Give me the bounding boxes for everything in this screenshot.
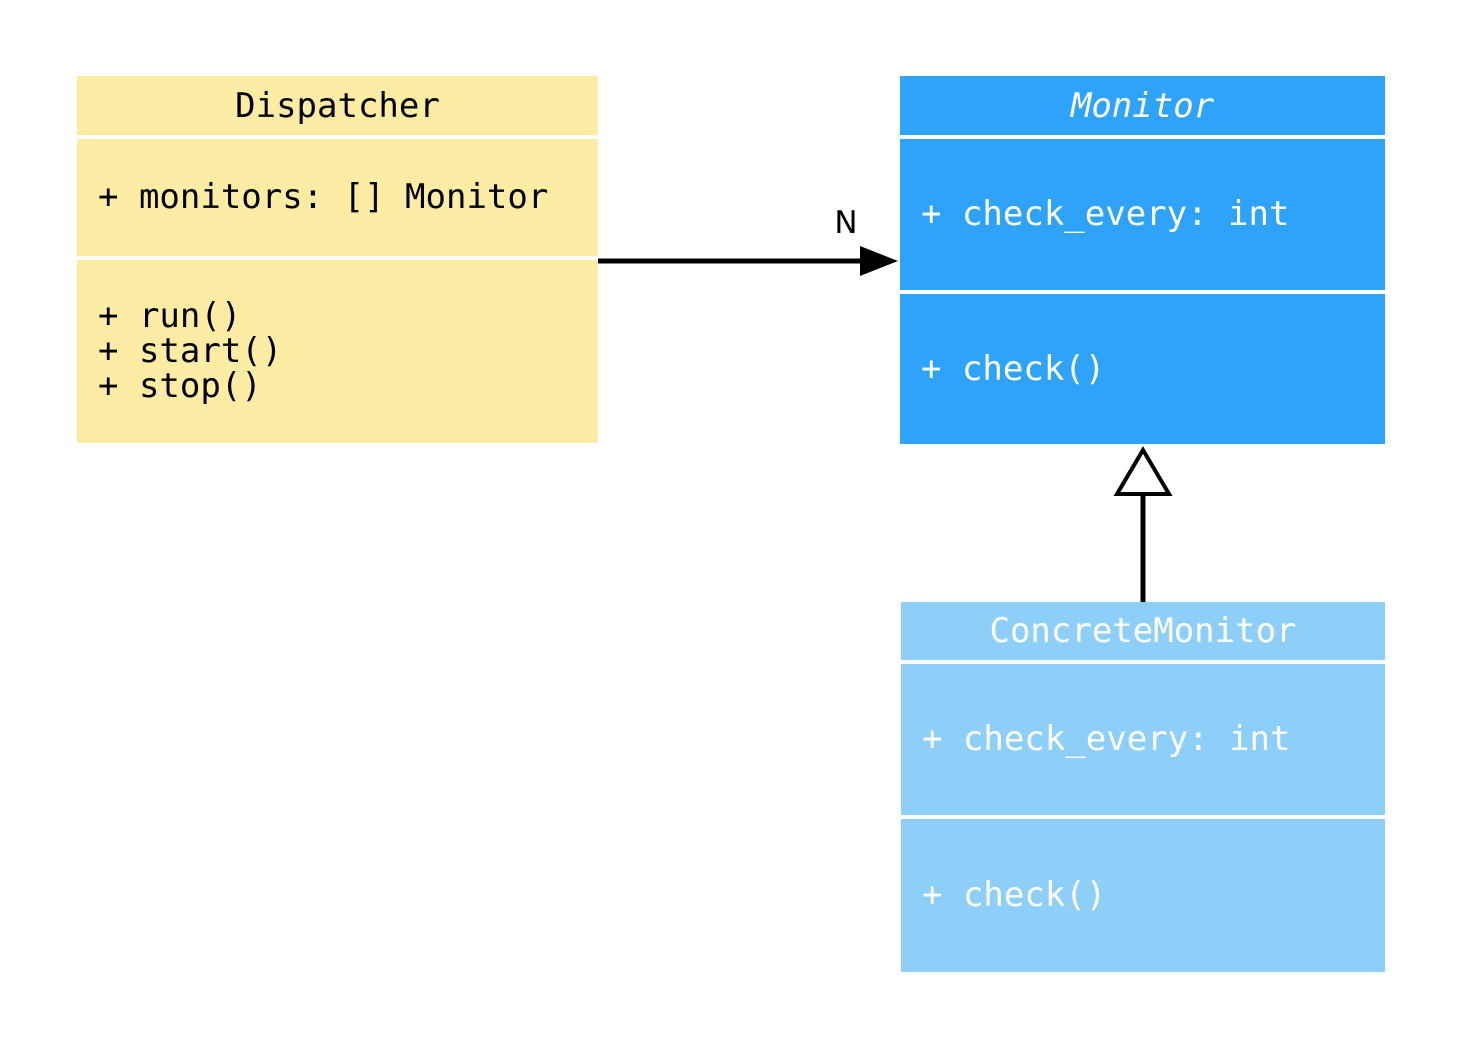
class-concretemonitor-methods-section: + check() [901, 819, 1385, 972]
attribute-line: + check_every: int [922, 719, 1291, 759]
class-monitor-methods-section: + check() [900, 294, 1385, 444]
class-dispatcher: Dispatcher + monitors: [] Monitor + run(… [77, 76, 598, 443]
class-dispatcher-methods-section: + run() + start() + stop() [77, 260, 598, 443]
class-monitor-title: Monitor [900, 76, 1385, 135]
attribute-line: + monitors: [] Monitor [98, 177, 549, 217]
method-line: + check() [922, 875, 1107, 915]
class-concretemonitor-attributes-section: + check_every: int [901, 664, 1385, 815]
inheritance-hollow-triangle-icon [1113, 446, 1173, 496]
method-line: + run() [98, 296, 242, 336]
association-arrowhead-icon [860, 246, 898, 276]
method-line: + check() [921, 348, 1106, 389]
attribute-line: + check_every: int [921, 194, 1290, 234]
association-arrow-dispatcher-to-monitor [598, 246, 898, 276]
class-monitor: Monitor + check_every: int + check() [900, 76, 1385, 444]
association-multiplicity-label: N [834, 205, 858, 241]
inheritance-arrow-concretemonitor-to-monitor [1113, 446, 1173, 602]
class-monitor-attributes-section: + check_every: int [900, 139, 1385, 290]
class-concretemonitor: ConcreteMonitor + check_every: int + che… [901, 602, 1385, 972]
class-concretemonitor-title: ConcreteMonitor [901, 602, 1385, 660]
class-dispatcher-attributes-section: + monitors: [] Monitor [77, 139, 598, 256]
method-line: + start() [98, 331, 283, 371]
class-dispatcher-title: Dispatcher [77, 76, 598, 135]
method-line: + stop() [98, 366, 262, 406]
